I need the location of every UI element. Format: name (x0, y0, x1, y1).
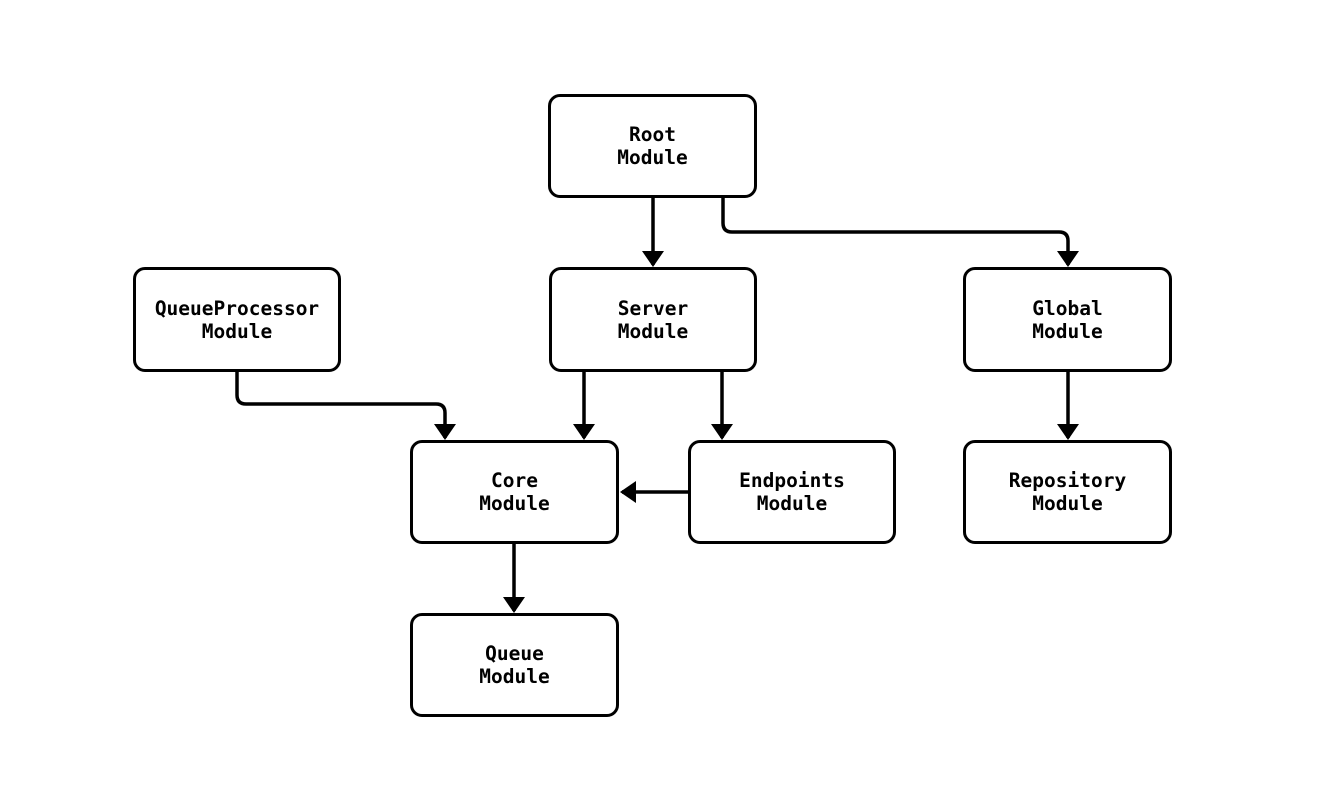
node-queue-module: Queue Module (410, 613, 619, 717)
node-queueprocessor-module: QueueProcessor Module (133, 267, 341, 372)
node-repository-module: Repository Module (963, 440, 1172, 544)
node-global-module: Global Module (963, 267, 1172, 372)
node-core-module: Core Module (410, 440, 619, 544)
node-endpoints-module: Endpoints Module (688, 440, 896, 544)
node-server-module: Server Module (549, 267, 757, 372)
edge-group (235, 198, 1079, 613)
node-root-module: Root Module (548, 94, 757, 198)
edge-queueprocessor-to-core (235, 371, 456, 440)
edge-root-to-global (721, 198, 1079, 267)
